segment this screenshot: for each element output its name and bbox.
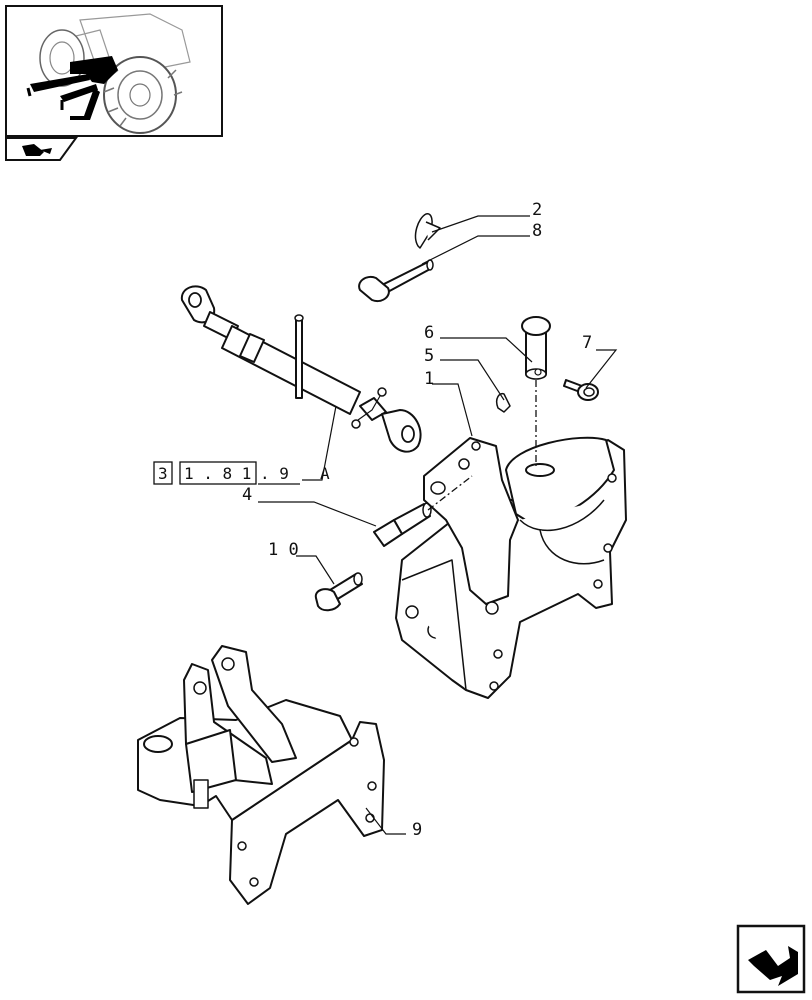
reference-box-2: 1 . 8 1 [184, 464, 251, 483]
pin-with-ring-part [358, 259, 434, 302]
leader-lines [258, 215, 618, 835]
l-pin-part [373, 502, 432, 547]
headed-pin-part [521, 316, 551, 380]
callout-8: 8 [532, 221, 542, 241]
reference-suffix: A [320, 464, 330, 483]
tractor-thumbnail-icon [5, 5, 223, 137]
callout-4: 4 [242, 485, 252, 505]
category-tab-icon [5, 137, 78, 161]
callout-5: 5 [424, 346, 434, 366]
callout-1: 1 [424, 369, 434, 389]
cross-reference[interactable]: 3 1 . 8 1 . 9 A [153, 461, 330, 485]
callout-7: 7 [582, 333, 592, 353]
lower-frame-part [137, 645, 385, 905]
short-pin-part [314, 572, 363, 612]
reference-box-3: . 9 [260, 464, 289, 483]
callout-6: 6 [424, 323, 434, 343]
reference-box-1: 3 [158, 464, 168, 483]
top-link-part [180, 285, 422, 453]
bolt-part [563, 379, 599, 401]
r-clip-part [414, 213, 441, 249]
hitch-bracket-part [395, 436, 627, 699]
callout-10: 1 0 [268, 540, 299, 560]
callout-9: 9 [412, 820, 422, 840]
callout-2: 2 [532, 200, 542, 220]
next-page-arrow-icon[interactable] [736, 924, 806, 994]
assembly-axis-line [427, 475, 473, 511]
clip-pin-part [495, 392, 511, 413]
